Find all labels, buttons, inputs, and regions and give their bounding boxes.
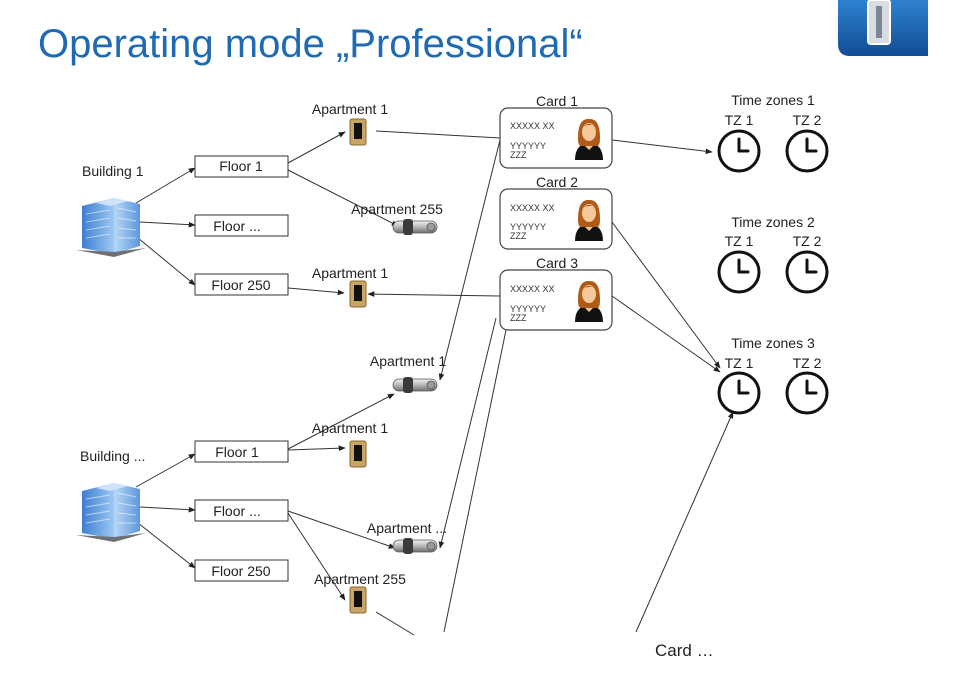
apartment-1c: Apartment 1 xyxy=(370,353,446,394)
card-line: ZZZ xyxy=(510,150,527,160)
card-line: XXXXX XX xyxy=(510,203,555,213)
card-label: Card 1 xyxy=(536,93,578,109)
wall-reader-icon xyxy=(349,118,367,146)
apartment-label: Apartment 1 xyxy=(312,265,388,281)
clock-icon xyxy=(717,129,761,173)
clock-icon xyxy=(717,250,761,294)
clock-icon xyxy=(785,129,829,173)
floor-label: Floor ... xyxy=(213,503,260,519)
floor-label: Floor 1 xyxy=(219,158,263,174)
clock-icon xyxy=(785,250,829,294)
card-more-label: Card … xyxy=(655,641,714,660)
time-zones-3: Time zones 3 TZ 1 TZ 2 xyxy=(717,335,829,415)
apartment-255b: Apartment 255 xyxy=(314,571,406,614)
apartment-more: Apartment ... xyxy=(367,520,447,555)
tz-label: TZ 1 xyxy=(725,233,754,249)
card-1: Card 1 XXXXX XX YYYYYY ZZZ xyxy=(499,93,613,169)
tz-label: TZ 2 xyxy=(793,355,822,371)
card-line: XXXXX XX xyxy=(510,284,555,294)
card-line: ZZZ xyxy=(510,313,527,323)
building-label: Building 1 xyxy=(82,163,144,179)
clock-icon xyxy=(785,371,829,415)
slide-title: Operating mode „Professional“ xyxy=(38,22,583,66)
tz-label: TZ 1 xyxy=(725,355,754,371)
building-icon xyxy=(75,482,147,543)
building-label: Building ... xyxy=(80,448,145,464)
card-2: Card 2 XXXXX XX YYYYYY ZZZ xyxy=(499,174,613,250)
card-line: ZZZ xyxy=(510,231,527,241)
building-1-floors: Floor 1 Floor ... Floor 250 xyxy=(194,155,289,296)
tz-label: TZ 2 xyxy=(793,233,822,249)
wall-reader-icon xyxy=(349,586,367,614)
time-zones-label: Time zones 2 xyxy=(731,214,815,230)
time-zones-label: Time zones 1 xyxy=(731,92,815,108)
lock-cylinder-icon xyxy=(392,218,438,236)
apartment-1b: Apartment 1 xyxy=(312,265,388,308)
connection-lines xyxy=(135,130,734,636)
card-line: YYYYYY xyxy=(510,222,546,232)
time-zones-1: Time zones 1 TZ 1 TZ 2 xyxy=(717,92,829,173)
building-2-floors: Floor 1 Floor ... Floor 250 xyxy=(194,440,289,582)
tz-label: TZ 2 xyxy=(793,112,822,128)
card-line: YYYYYY xyxy=(510,141,546,151)
lock-cylinder-icon xyxy=(392,376,438,394)
apartment-1a: Apartment 1 xyxy=(312,101,388,146)
floor-label: Floor 250 xyxy=(211,563,270,579)
apartment-label: Apartment 1 xyxy=(370,353,446,369)
card-label: Card 3 xyxy=(536,255,578,271)
door-handle-logo-icon xyxy=(838,0,928,56)
lock-cylinder-icon xyxy=(392,537,438,555)
apartment-label: Apartment 1 xyxy=(312,101,388,117)
card-line: YYYYYY xyxy=(510,304,546,314)
wall-reader-icon xyxy=(349,280,367,308)
time-zones-label: Time zones 3 xyxy=(731,335,815,351)
tz-label: TZ 1 xyxy=(725,112,754,128)
building-2: Building ... xyxy=(75,448,147,543)
apartment-label: Apartment 255 xyxy=(351,201,443,217)
time-zones-2: Time zones 2 TZ 1 TZ 2 xyxy=(717,214,829,294)
building-icon xyxy=(75,197,147,258)
apartment-255a: Apartment 255 xyxy=(351,201,443,236)
apartment-label: Apartment ... xyxy=(367,520,447,536)
floor-label: Floor ... xyxy=(213,218,260,234)
apartment-label: Apartment 1 xyxy=(312,420,388,436)
clock-icon xyxy=(717,371,761,415)
building-1: Building 1 xyxy=(75,163,147,258)
floor-label: Floor 1 xyxy=(215,444,259,460)
apartment-1d: Apartment 1 xyxy=(312,420,388,468)
apartment-label: Apartment 255 xyxy=(314,571,406,587)
floor-label: Floor 250 xyxy=(211,277,270,293)
wall-reader-icon xyxy=(349,440,367,468)
card-line: XXXXX XX xyxy=(510,121,555,131)
card-3: Card 3 XXXXX XX YYYYYY ZZZ xyxy=(499,255,613,331)
card-label: Card 2 xyxy=(536,174,578,190)
